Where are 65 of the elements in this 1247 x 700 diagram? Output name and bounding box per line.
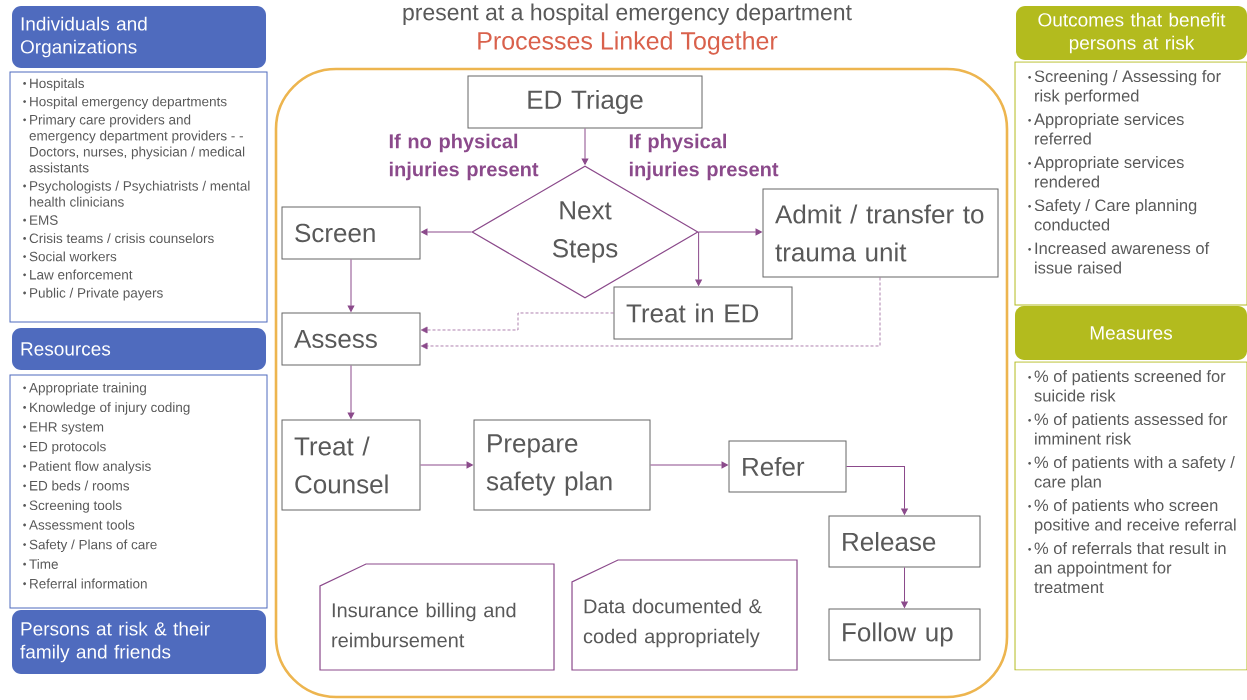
- process-box: Release: [828, 515, 981, 568]
- arrow: [420, 277, 881, 350]
- arrow: [581, 128, 589, 165]
- document-box: Insurance billing and reimbursement: [319, 563, 555, 671]
- process-box: ED Triage: [467, 75, 703, 129]
- list-item: Public / Private payers: [23, 287, 163, 301]
- list-item: Appropriate training: [23, 382, 146, 396]
- list-item: Appropriate services rendered: [1028, 156, 1184, 188]
- list-item: Appropriate services referred: [1028, 113, 1184, 145]
- arrow: [846, 466, 908, 515]
- document-box: Data documented & coded appropriately: [571, 559, 798, 671]
- list-item: Safety / Care planning conducted: [1028, 199, 1197, 231]
- list-item: % of patients screened for suicide risk: [1028, 370, 1226, 402]
- header-box: Individuals and Organizations: [12, 6, 266, 68]
- container-heading: Processes Linked Together: [478, 31, 778, 55]
- arrow: [698, 228, 762, 236]
- list-item: % of patients with a safety / care plan: [1028, 456, 1235, 491]
- process-box: Refer: [728, 440, 847, 493]
- list-item: Time: [23, 559, 58, 569]
- process-box: Follow up: [828, 608, 981, 661]
- list-item: Psychologists / Psychiatrists / mental health clinicians: [23, 180, 250, 207]
- list-item: ED protocols: [23, 441, 106, 454]
- list-item: Increased awareness of issue raised: [1028, 242, 1210, 274]
- process-box: Treat in ED: [613, 286, 793, 340]
- list-item: Knowledge of injury coding: [23, 402, 190, 415]
- list-item: Hospital emergency departments: [23, 96, 227, 109]
- title: present at a hospital emergency department: [403, 3, 852, 25]
- list-item: % of patients who screen positive and receive referral: [1028, 499, 1236, 534]
- list-box: [1014, 61, 1247, 306]
- arrow: [347, 365, 355, 419]
- process-box: Admit / transfer to trauma unit: [762, 188, 999, 278]
- list-box: [1014, 361, 1247, 671]
- arrow: [420, 461, 473, 469]
- arrow: [901, 567, 908, 608]
- list-item: ED beds / rooms: [23, 480, 130, 491]
- header-box: Persons at risk & their family and friends: [12, 610, 266, 674]
- arrow: [347, 259, 355, 312]
- list-item: Primary care providers and emergency department providers - - Doctors, nurses, physician / medical assistants: [23, 114, 245, 173]
- list-item: Social workers: [23, 251, 117, 262]
- arrow: [695, 231, 702, 286]
- list-item: Patient flow analysis: [23, 461, 151, 474]
- list-item: Referral information: [23, 578, 147, 589]
- process-box: Prepare safety plan: [473, 419, 651, 511]
- header-box: Outcomes that benefit persons at risk: [1016, 6, 1247, 60]
- list-item: EMS: [23, 215, 58, 225]
- arrow: [421, 228, 472, 236]
- list-item: Screening / Assessing for risk performed: [1028, 70, 1221, 105]
- header-box: Measures: [1015, 306, 1247, 360]
- list-item: % of referrals that result in an appointment for treatment: [1028, 542, 1226, 594]
- process-box: Assess: [281, 312, 421, 366]
- list-item: Law enforcement: [23, 269, 133, 280]
- list-item: Safety / Plans of care: [23, 539, 157, 552]
- list-item: Hospitals: [23, 78, 85, 91]
- arrow: [420, 312, 614, 334]
- list-item: Screening tools: [23, 500, 122, 513]
- process-box: Treat / Counsel: [281, 419, 421, 511]
- header-box: Resources: [12, 328, 266, 370]
- process-box: Screen: [281, 206, 421, 260]
- list-item: Assessment tools: [23, 519, 135, 530]
- list-item: EHR system: [23, 422, 104, 435]
- list-box: [9, 374, 268, 609]
- list-box: [9, 71, 268, 323]
- list-item: Crisis teams / crisis counselors: [23, 233, 214, 244]
- list-item: % of patients assessed for imminent risk: [1028, 413, 1228, 445]
- arrow: [650, 461, 728, 469]
